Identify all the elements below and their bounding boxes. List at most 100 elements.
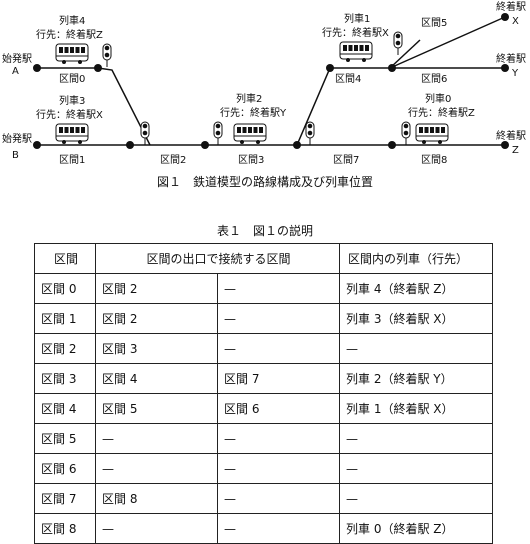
cell-train: — xyxy=(339,483,493,514)
cell-exit-2: — xyxy=(217,453,340,484)
cell-exit-1: — xyxy=(95,453,218,484)
junction-point xyxy=(501,64,509,72)
cell-train: 列車 4（終着駅 Z） xyxy=(339,273,493,304)
train-1-destination: 行先：終着駅X xyxy=(322,26,389,39)
cell-exit-2: — xyxy=(217,273,340,304)
junction-point xyxy=(501,13,509,21)
junction-point xyxy=(388,64,396,72)
section-label-1: 区間1 xyxy=(59,154,85,166)
section-label-0: 区間0 xyxy=(59,73,85,85)
junction-point xyxy=(501,141,509,149)
section-label-5: 区間5 xyxy=(421,17,447,29)
train-icon xyxy=(415,123,449,144)
cell-exit-2: — xyxy=(217,333,340,364)
train-icon xyxy=(55,43,89,64)
table-row: 区間 5——— xyxy=(34,423,493,454)
train-icon xyxy=(55,123,89,144)
cell-section: 区間 3 xyxy=(34,363,96,394)
cell-exit-2: — xyxy=(217,423,340,454)
end-station-x-id: X xyxy=(512,16,519,27)
cell-train: — xyxy=(339,453,493,484)
start-station-b-label: 始発駅 xyxy=(2,132,32,145)
signal-icon xyxy=(305,121,315,145)
section-label-4: 区間4 xyxy=(335,73,361,85)
table-row: 区間 6——— xyxy=(34,453,493,484)
train-icon xyxy=(233,123,267,144)
junction-point xyxy=(33,64,41,72)
signal-icon xyxy=(213,121,223,145)
cell-exit-2: — xyxy=(217,483,340,514)
train-2-name: 列車2 xyxy=(236,92,262,105)
cell-section: 区間 2 xyxy=(34,333,96,364)
junction-point xyxy=(326,64,334,72)
track-branch-x xyxy=(389,16,506,69)
junction-point xyxy=(388,141,396,149)
start-station-a-id: A xyxy=(12,66,19,77)
figure-caption: 図１ 鉄道模型の路線構成及び列車位置 xyxy=(157,174,373,189)
junction-point xyxy=(33,141,41,149)
track-branch-x-stub xyxy=(389,39,421,69)
train-3-name: 列車3 xyxy=(59,94,85,107)
section-label-6: 区間6 xyxy=(421,73,447,85)
section-label-2: 区間2 xyxy=(160,154,186,166)
section-label-7: 区間7 xyxy=(333,154,359,166)
cell-exit-1: 区間 2 xyxy=(95,273,218,304)
junction-point xyxy=(94,64,102,72)
train-icons xyxy=(55,41,449,144)
train-4-name: 列車4 xyxy=(59,14,85,27)
train-0-name: 列車0 xyxy=(425,92,451,105)
header-connections: 区間の出口で接続する区間 xyxy=(95,243,340,274)
train-3-destination: 行先：終着駅X xyxy=(36,108,103,121)
train-icon xyxy=(339,41,373,62)
cell-section: 区間 1 xyxy=(34,303,96,334)
cell-section: 区間 4 xyxy=(34,393,96,424)
section-label-8: 区間8 xyxy=(421,154,447,166)
signal-icon xyxy=(102,43,112,67)
cell-train: 列車 3（終着駅 X） xyxy=(339,303,493,334)
cell-exit-1: 区間 3 xyxy=(95,333,218,364)
train-4-destination: 行先：終着駅Z xyxy=(36,28,103,41)
cell-section: 区間 0 xyxy=(34,273,96,304)
junction-point xyxy=(201,141,209,149)
end-station-y-label: 終着駅 xyxy=(496,52,526,65)
track-section-4 xyxy=(296,67,505,146)
junction-point xyxy=(126,141,134,149)
end-station-z-label: 終着駅 xyxy=(496,129,526,142)
start-station-a-label: 始発駅 xyxy=(2,52,32,65)
cell-exit-2: 区間 6 xyxy=(217,393,340,424)
section-label-3: 区間3 xyxy=(238,154,264,166)
track-section-0-join xyxy=(97,67,151,146)
train-2-destination: 行先：終着駅Y xyxy=(220,106,287,119)
cell-exit-1: 区間 5 xyxy=(95,393,218,424)
table-header-row: 区間 区間の出口で接続する区間 区間内の列車（行先） xyxy=(34,243,493,274)
cell-exit-1: 区間 4 xyxy=(95,363,218,394)
signals xyxy=(102,31,411,145)
end-station-y-id: Y xyxy=(511,68,519,79)
junction-point xyxy=(293,141,301,149)
cell-train: — xyxy=(339,423,493,454)
cell-exit-2: 区間 7 xyxy=(217,363,340,394)
signal-icon xyxy=(140,121,150,145)
signal-icon xyxy=(401,121,411,145)
cell-exit-1: — xyxy=(95,423,218,454)
junction-points xyxy=(33,13,509,149)
signal-icon xyxy=(393,31,403,55)
end-station-z-id: Z xyxy=(512,145,519,156)
cell-train: — xyxy=(339,333,493,364)
cell-train: 列車 2（終着駅 Y） xyxy=(339,363,493,394)
train-0-destination: 行先：終着駅Z xyxy=(408,106,475,119)
start-station-b-id: B xyxy=(12,150,19,161)
header-section: 区間 xyxy=(34,243,96,274)
track-lines xyxy=(37,16,506,146)
cell-train: 列車 1（終着駅 X） xyxy=(339,393,493,424)
railway-diagram: 始発駅 A 始発駅 B 終着駅 X 終着駅 Y 終着駅 Z 区間0 区間1 区間… xyxy=(2,0,526,189)
cell-section: 区間 5 xyxy=(34,423,96,454)
end-station-x-label: 終着駅 xyxy=(496,0,526,13)
